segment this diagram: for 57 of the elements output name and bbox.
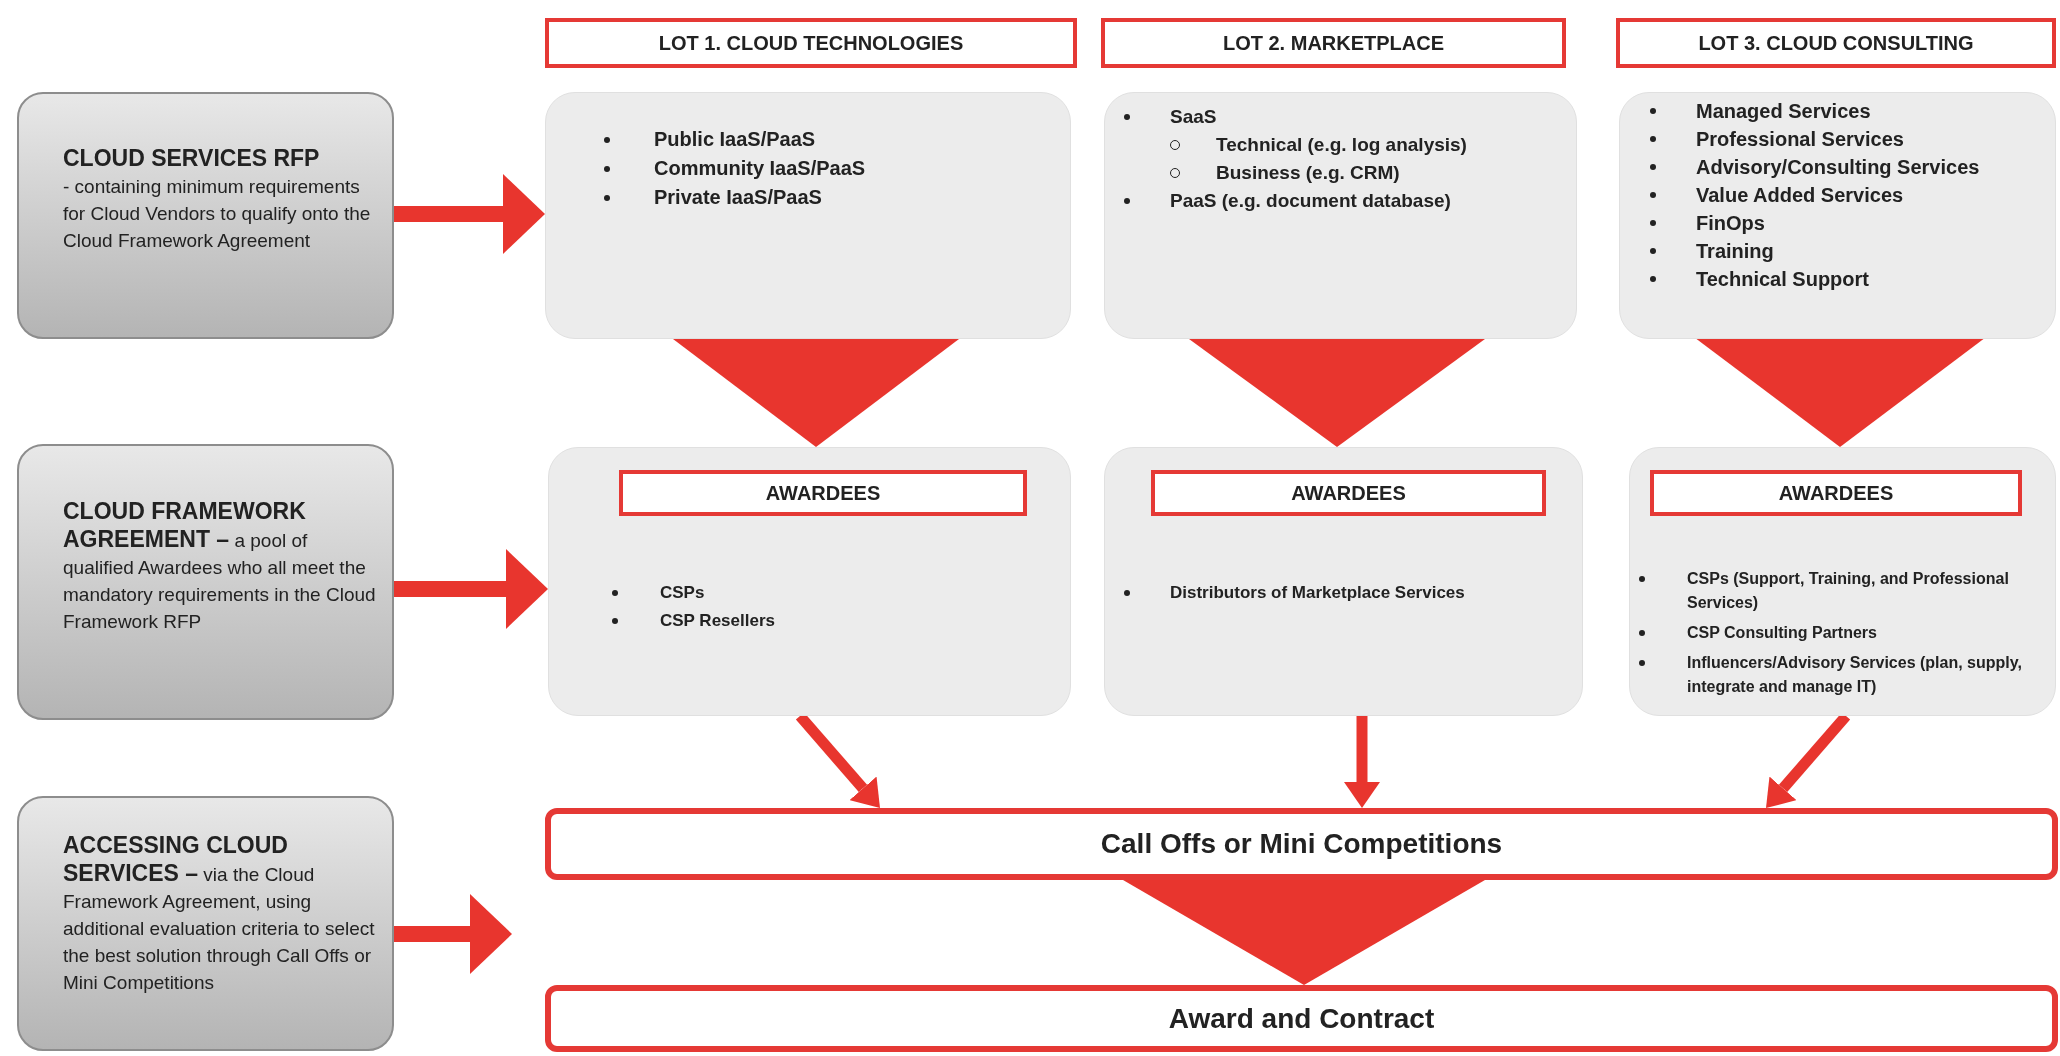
stage-description: CLOUD FRAMEWORK AGREEMENT – a pool of qualified Awardees who all meet the mandatory requirements in the Cloud Framework RFP: [63, 498, 376, 634]
lot-header: [1101, 18, 1566, 68]
list-item: Professional Services: [1696, 127, 1904, 152]
content-panel: [548, 447, 1071, 716]
stage-description: ACCESSING CLOUD SERVICES – via the Cloud Framework Agreement, using additional evaluation criteria to select the best solution through Call Offs or Mini Competitions: [63, 832, 376, 995]
content-panel: [1619, 92, 2056, 339]
content-panel: [1104, 92, 1577, 339]
section-title: LOT 2. MARKETPLACE: [1222, 31, 1445, 55]
lot-header: [545, 18, 1077, 68]
list-item: PaaS (e.g. document database): [1170, 189, 1451, 213]
lot-header: [1151, 470, 1546, 516]
arrow: [394, 894, 512, 974]
list-item: Community IaaS/PaaS: [654, 156, 866, 181]
stage-bar: [545, 985, 2058, 1052]
list-item: Technical (e.g. log analysis): [1216, 133, 1467, 157]
list-item: Training: [1696, 239, 1774, 264]
list-item: Influencers/Advisory Services (plan, supply, integrate and manage IT): [1687, 653, 2023, 697]
lot-header: [619, 470, 1027, 516]
content-panel: [1629, 447, 2056, 716]
list-item: Value Added Services: [1696, 183, 1904, 208]
list-item: Business (e.g. CRM): [1216, 161, 1400, 185]
stage-title: Call Offs or Mini Competitions: [1100, 828, 1503, 860]
content-panel: [545, 92, 1071, 339]
section-title: LOT 3. CLOUD CONSULTING: [1698, 31, 1974, 55]
list-item: Managed Services: [1696, 99, 1871, 124]
list-item: CSP Consulting Partners: [1687, 623, 1877, 643]
list-item: FinOps: [1696, 211, 1765, 236]
lot-header: [1616, 18, 2056, 68]
stage-bar: [545, 808, 2058, 880]
arrow: [1344, 716, 1380, 808]
section-title: AWARDEES: [765, 481, 881, 505]
list-item: Private IaaS/PaaS: [654, 185, 822, 210]
list-item: CSPs (Support, Training, and Professional Services): [1687, 569, 2010, 613]
section-title: AWARDEES: [1778, 481, 1894, 505]
down-chevron-arrow: [1189, 339, 1485, 447]
list-item: SaaS: [1170, 105, 1217, 129]
section-title: LOT 1. CLOUD TECHNOLOGIES: [658, 31, 964, 55]
section-title: AWARDEES: [1291, 481, 1406, 505]
down-chevron-arrow: [673, 339, 959, 447]
list-item: CSPs: [660, 582, 705, 604]
list-item: Public IaaS/PaaS: [654, 127, 816, 152]
lot-header: [1650, 470, 2022, 516]
list-item: CSP Resellers: [660, 610, 775, 632]
stage-card: [17, 444, 394, 720]
stage-card: [17, 92, 394, 339]
list-item: Advisory/Consulting Services: [1696, 155, 1980, 180]
list-item: Technical Support: [1696, 267, 1869, 292]
down-chevron-arrow: [1696, 339, 1984, 447]
arrow: [394, 174, 545, 254]
arrow: [394, 549, 548, 629]
stage-heading: CLOUD SERVICES RFP: [63, 144, 321, 173]
list-item: Distributors of Marketplace Services: [1170, 582, 1465, 604]
stage-description: - containing minimum requirements for Cloud Vendors to qualify onto the Cloud Framework Agreement: [63, 175, 372, 253]
stage-title: Award and Contract: [1168, 1002, 1435, 1035]
stage-card: [17, 796, 394, 1051]
down-chevron-arrow: [1123, 880, 1485, 985]
content-panel: [1104, 447, 1583, 716]
